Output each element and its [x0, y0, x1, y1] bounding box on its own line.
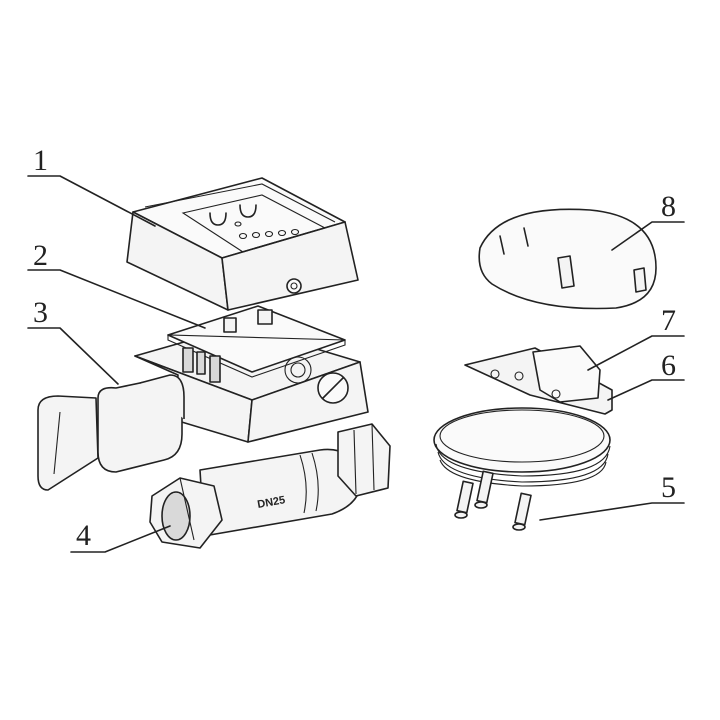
callout-label-1: 1 — [33, 144, 48, 177]
part-1-controller-cover — [126, 177, 359, 311]
part-4-valve-body: DN25 — [149, 423, 391, 549]
callout-label-5: 5 — [661, 471, 676, 504]
part-6-base-plate — [433, 407, 611, 487]
part-5-screws — [454, 470, 532, 531]
callout-8: 8 — [611, 190, 685, 251]
callout-label-8: 8 — [661, 190, 676, 223]
body-marking-label: DN25 — [256, 494, 286, 511]
callout-label-7: 7 — [661, 304, 676, 337]
cover-screw-icon — [286, 278, 302, 294]
part-2-circuit-board — [134, 305, 369, 443]
callout-3: 3 — [27, 296, 119, 385]
part-8-lid — [478, 208, 657, 310]
callout-label-2: 2 — [33, 239, 48, 272]
screw-icon — [474, 470, 494, 509]
callout-4: 4 — [70, 519, 171, 553]
screw-icon — [512, 492, 532, 531]
screw-icon — [454, 480, 474, 519]
callout-2: 2 — [27, 239, 206, 329]
callout-label-6: 6 — [661, 349, 676, 382]
callout-6: 6 — [607, 349, 685, 401]
callout-7: 7 — [587, 304, 685, 371]
socket-left-icon — [209, 212, 227, 226]
indicator-leds — [234, 221, 300, 240]
callout-5: 5 — [539, 471, 685, 521]
callout-label-4: 4 — [76, 519, 91, 552]
socket-right-icon — [239, 204, 257, 218]
callout-label-3: 3 — [33, 296, 48, 329]
callout-1: 1 — [27, 144, 156, 227]
front-panel-inset — [181, 194, 327, 253]
part-7-bracket — [464, 345, 613, 415]
part-3-side-cap — [37, 374, 185, 491]
